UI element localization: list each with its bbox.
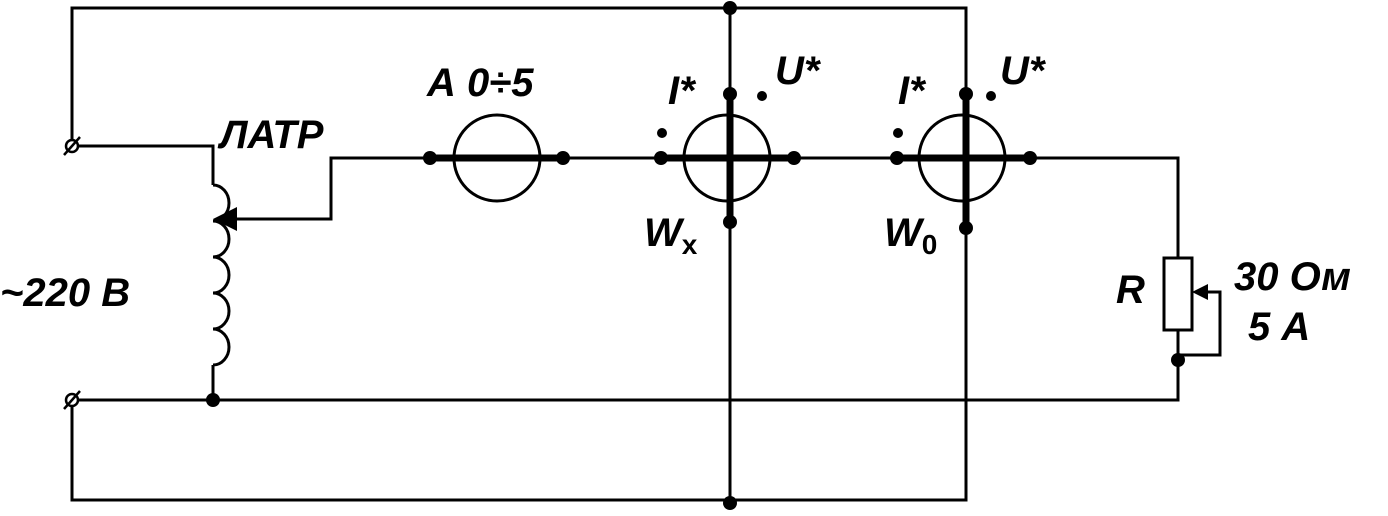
junction-autotransformer [206, 393, 220, 407]
wire-wiper [237, 156, 430, 221]
junction-top [723, 1, 737, 15]
wires [70, 6, 1222, 502]
junction-w0-left [890, 151, 904, 165]
junction-bottom [723, 496, 737, 510]
wire-bottom-outer [70, 228, 968, 502]
w0-current-polarity-dot [893, 128, 903, 138]
junction-wx-top [723, 87, 737, 101]
rheostat-wiper-arrow-icon [1192, 284, 1208, 300]
wx-voltage-label: U* [775, 49, 822, 93]
wire-top-outer [70, 6, 968, 146]
wire-series-3 [1030, 156, 1180, 258]
junction-w0-top [959, 87, 973, 101]
junction-ammeter-left [423, 151, 437, 165]
junction-w0-right [1023, 151, 1037, 165]
w0-name-label: W0 [884, 211, 937, 260]
junction-ammeter-right [556, 151, 570, 165]
junctions [206, 1, 1185, 510]
w0-subscript: 0 [922, 229, 938, 260]
resistor-body [1162, 256, 1194, 332]
resistor-value-label: 30 Ом [1234, 255, 1351, 299]
rheostat [1162, 256, 1208, 332]
resistor-current-label: 5 А [1248, 305, 1310, 349]
wx-current-label: I* [668, 69, 697, 113]
source-voltage-label: ~220 В [0, 271, 130, 315]
latr-label: ЛАТР [217, 113, 324, 157]
junction-wx-left [654, 151, 668, 165]
wx-current-polarity-dot [657, 128, 667, 138]
wire-return [72, 360, 1180, 402]
wire-rheostat-loop [1178, 290, 1222, 357]
wx-name: W [644, 211, 685, 255]
ammeter [430, 113, 563, 203]
wx-name-label: Wx [644, 211, 698, 260]
junction-w0-bottom [959, 221, 973, 235]
source-terminals [63, 136, 81, 410]
w0-name: W [884, 211, 925, 255]
wire-input-upper [72, 144, 215, 185]
resistor-label: R [1116, 268, 1145, 312]
w0-voltage-polarity-dot [986, 91, 996, 101]
autotransformer-wiper-arrow-icon [213, 207, 237, 231]
junction-wx-bottom [723, 215, 737, 229]
wattmeter-w0 [897, 94, 1030, 228]
wx-voltage-polarity-dot [757, 91, 767, 101]
w0-voltage-label: U* [1000, 49, 1047, 93]
wattmeter-wx [661, 94, 794, 222]
wx-subscript: x [682, 229, 698, 260]
autotransformer-coil [212, 183, 231, 367]
w0-current-label: I* [898, 69, 927, 113]
ammeter-label: А 0÷5 [426, 61, 534, 105]
junction-resistor [1171, 353, 1185, 367]
junction-wx-right [787, 151, 801, 165]
